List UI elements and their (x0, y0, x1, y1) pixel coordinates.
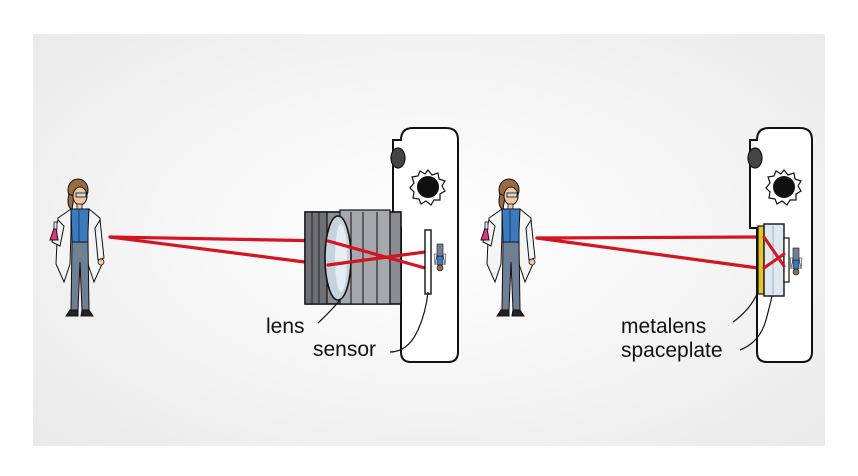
light-rays-inside-right (762, 235, 786, 270)
viewfinder-icon (747, 147, 763, 169)
light-rays-inside-left (326, 239, 427, 270)
sensor-right (783, 237, 790, 283)
lens-label: lens (266, 315, 305, 338)
light-rays-right (535, 235, 760, 270)
viewfinder-icon (390, 147, 406, 169)
leader-lines-left (317, 291, 429, 353)
scientist-figure-right (480, 178, 536, 317)
sensor-label: sensor (313, 338, 376, 361)
leader-lines-right (732, 291, 773, 351)
spaceplate-label: spaceplate (621, 339, 723, 362)
metalens-label: metalens (621, 315, 706, 338)
light-rays-left (108, 235, 330, 267)
scientist-figure-left (49, 178, 105, 317)
